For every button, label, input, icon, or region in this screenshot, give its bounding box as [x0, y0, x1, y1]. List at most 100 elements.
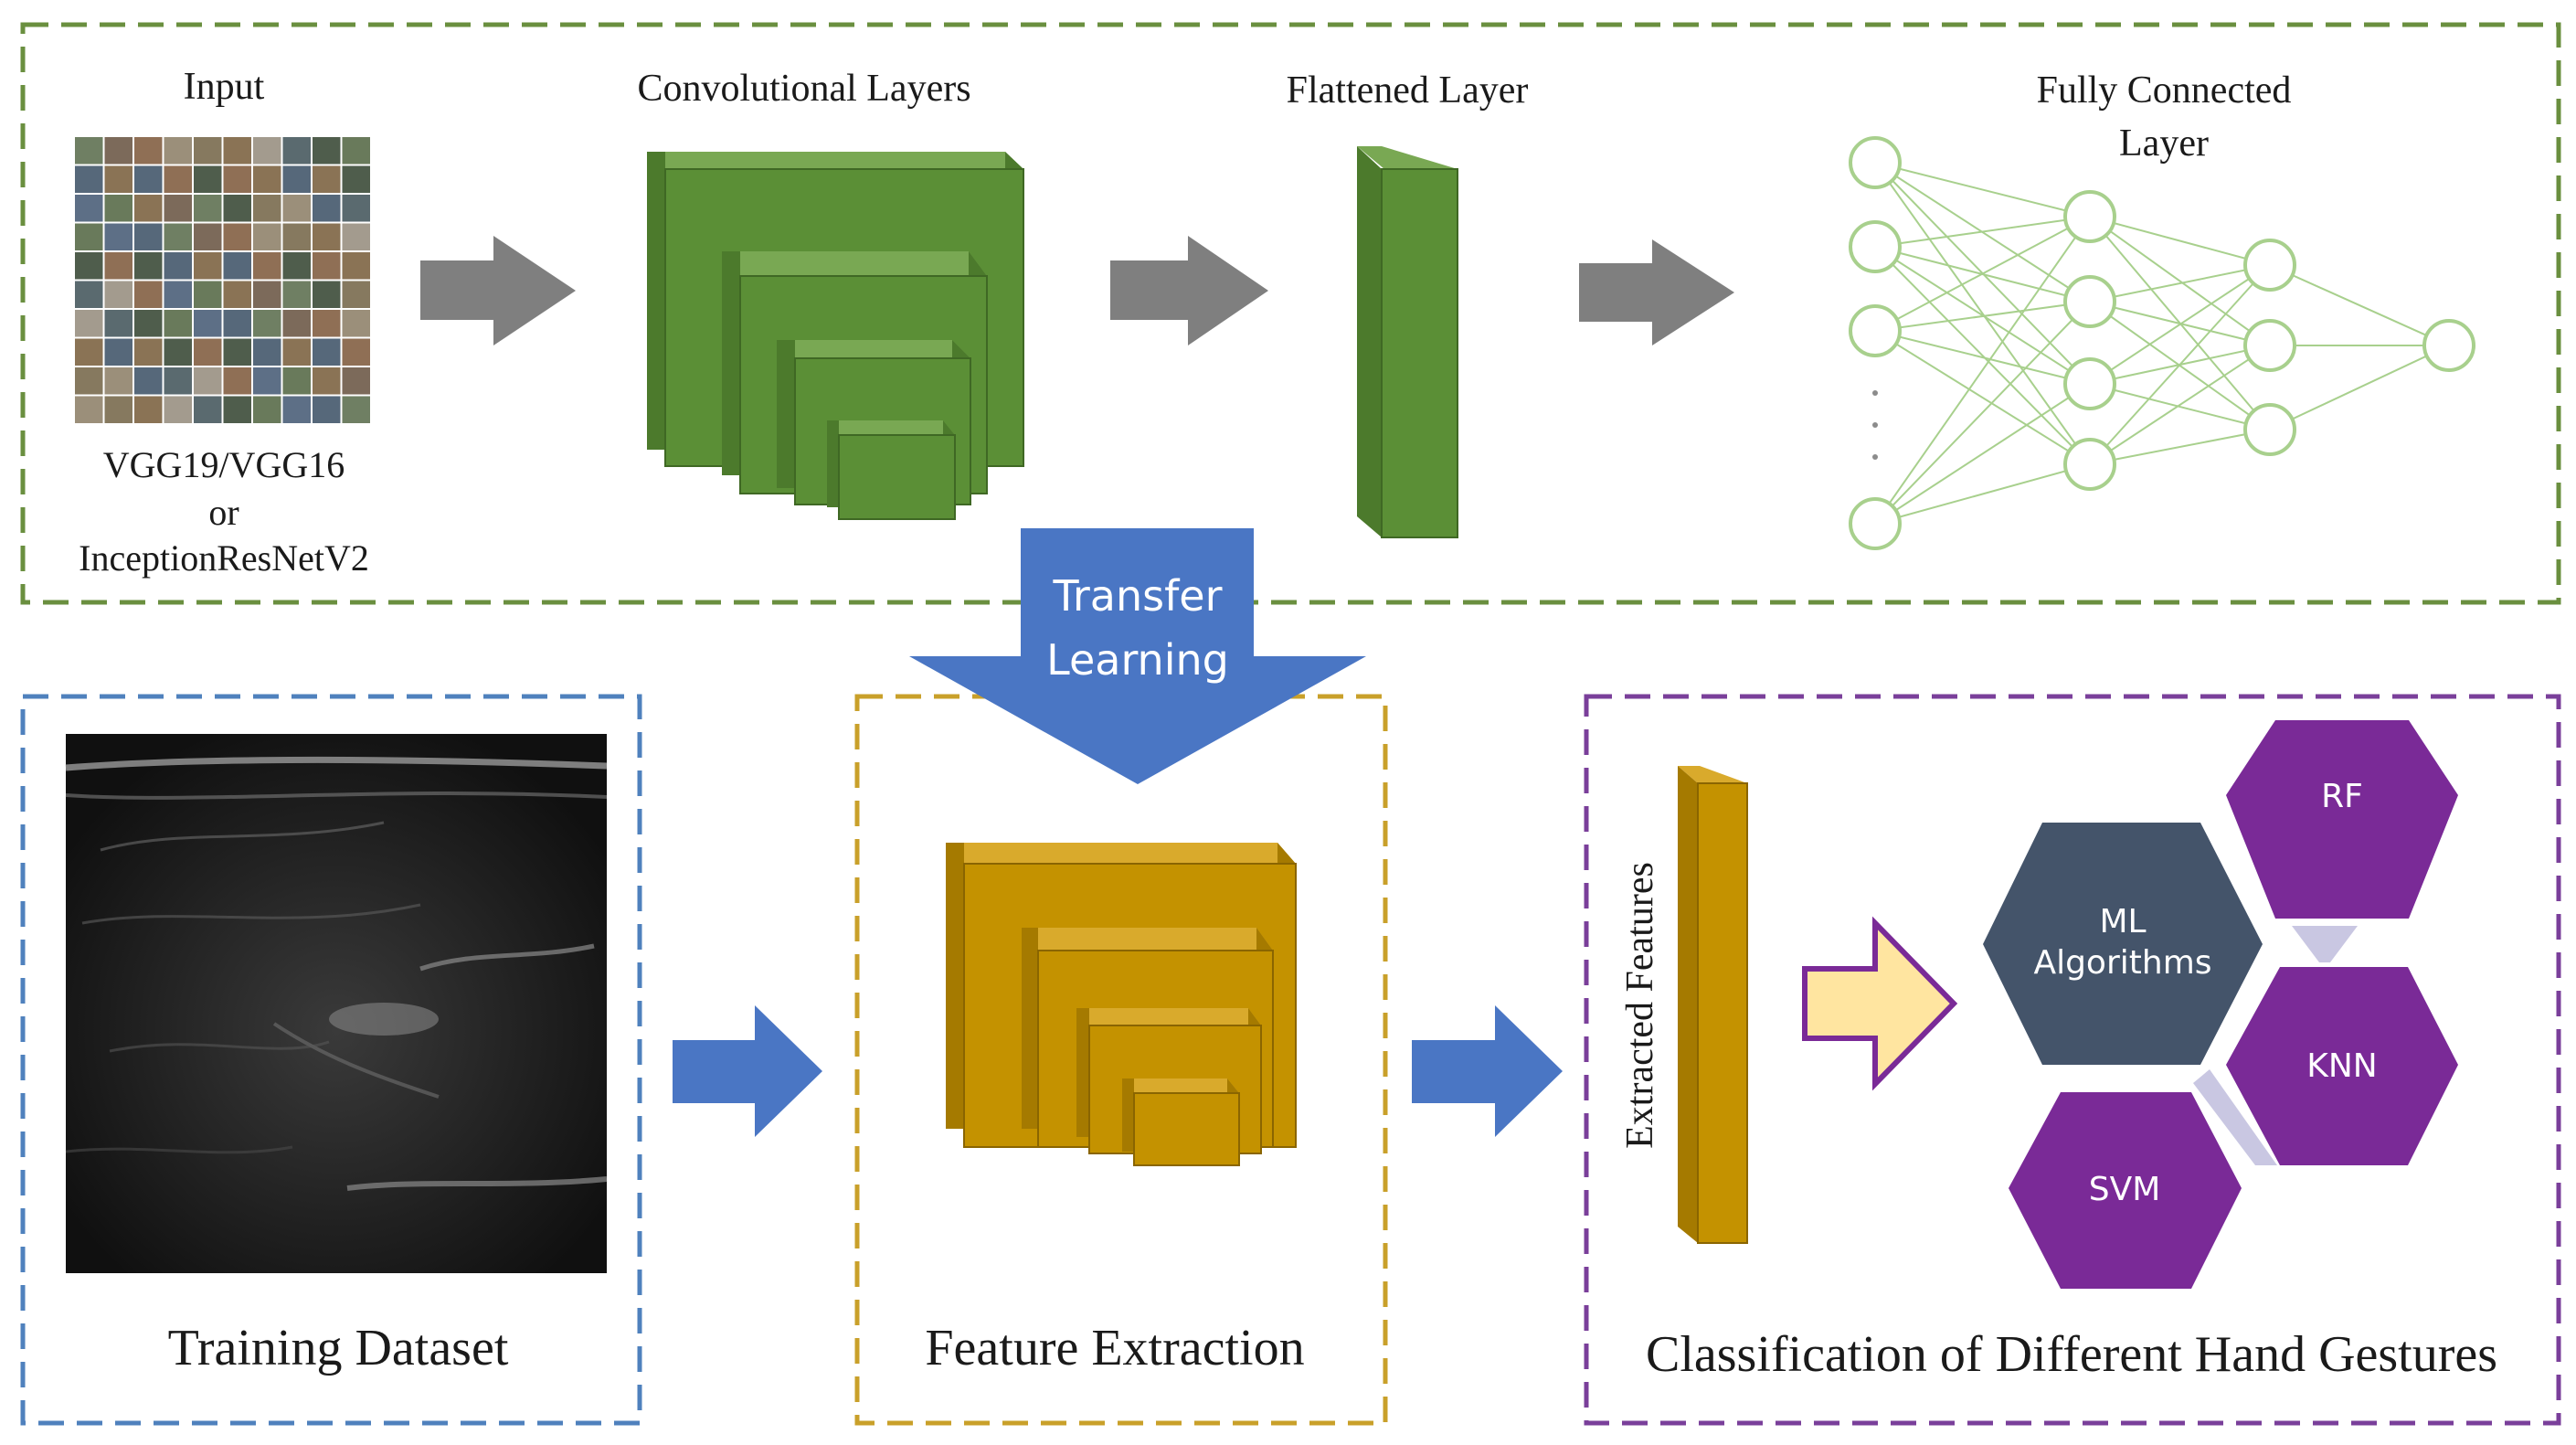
thumbnail-tile: [104, 195, 133, 222]
thumbnail-tile: [104, 137, 133, 165]
input-label: Input: [184, 66, 265, 108]
nn-connection: [1874, 216, 2091, 332]
conv-layers-label: Convolutional Layers: [637, 68, 970, 110]
model-name-inception: InceptionResNetV2: [79, 537, 369, 579]
thumbnail-tile: [194, 137, 222, 165]
classification-label: Classification of Different Hand Gesture…: [1646, 1326, 2497, 1383]
thumbnail-tile: [194, 338, 222, 366]
thumbnail-tile: [342, 396, 370, 423]
rf-hex: RF: [2226, 720, 2458, 919]
thumbnail-tile: [253, 310, 281, 337]
thumbnail-tile: [253, 223, 281, 250]
thumbnail-tile: [164, 310, 192, 337]
hex-connector-bottom: [2193, 1069, 2277, 1165]
thumbnail-tile: [223, 137, 251, 165]
thumbnail-tile: [134, 310, 163, 337]
nn-node: [2063, 357, 2116, 410]
thumbnail-tile: [342, 338, 370, 366]
thumbnail-tile: [342, 281, 370, 308]
thumbnail-tile: [313, 252, 341, 280]
thumbnail-tile: [104, 396, 133, 423]
nn-connection: [2089, 264, 2271, 303]
training-dataset-label: Training Dataset: [168, 1320, 509, 1376]
thumbnail-tile: [164, 165, 192, 193]
thumbnail-tile: [164, 396, 192, 423]
thumbnail-tile: [223, 223, 251, 250]
thumbnail-tile: [282, 281, 311, 308]
model-name-or: or: [208, 492, 239, 533]
thumbnail-tile: [134, 252, 163, 280]
thumbnail-tile: [282, 195, 311, 222]
nn-node: [1849, 304, 1902, 357]
thumbnail-tile: [253, 396, 281, 423]
thumbnail-tile: [282, 310, 311, 337]
nn-ellipsis-dot: [1872, 390, 1878, 396]
extracted-features-label: Extracted Features: [1619, 862, 1661, 1149]
thumbnail-tile: [342, 165, 370, 193]
thumbnail-tile: [253, 367, 281, 395]
thumbnail-tile: [104, 165, 133, 193]
thumbnail-tile: [75, 137, 103, 165]
thumbnail-tile: [223, 195, 251, 222]
thumbnail-tile: [282, 252, 311, 280]
thumbnail-tile: [223, 281, 251, 308]
thumbnail-tile: [75, 281, 103, 308]
thumbnail-tile: [342, 223, 370, 250]
nn-node: [1849, 136, 1902, 189]
svm-hex: SVM: [2009, 1092, 2242, 1289]
nn-connection: [1874, 162, 2091, 218]
arrow-right-cream: [1802, 916, 1958, 1091]
thumbnail-tile: [134, 195, 163, 222]
nn-connection: [1874, 383, 2091, 525]
thumbnail-tile: [194, 396, 222, 423]
fc-layer-label-line1: Fully Connected: [2037, 69, 2292, 112]
flattened-layer-bar: [1357, 146, 1458, 538]
model-name-vgg: VGG19/VGG16: [103, 444, 345, 485]
nn-connection: [2089, 216, 2271, 346]
nn-connection: [2089, 429, 2271, 465]
thumbnail-tile: [253, 338, 281, 366]
nn-connection: [1874, 216, 2091, 525]
thumbnail-tile: [75, 165, 103, 193]
thumbnail-tile: [134, 338, 163, 366]
thumbnail-tile: [104, 338, 133, 366]
thumbnail-tile: [164, 338, 192, 366]
nn-node: [1849, 220, 1902, 273]
thumbnail-tile: [134, 396, 163, 423]
thumbnail-tile: [282, 396, 311, 423]
thumbnail-tile: [313, 396, 341, 423]
thumbnail-tile: [253, 137, 281, 165]
nn-connection: [1874, 330, 2091, 465]
thumbnail-tile: [194, 223, 222, 250]
nn-node: [2243, 239, 2296, 292]
nn-node: [1849, 497, 1902, 550]
nn-connection: [2089, 264, 2271, 465]
thumbnail-tile: [75, 396, 103, 423]
thumbnail-tile: [104, 367, 133, 395]
thumbnail-tile: [223, 165, 251, 193]
transfer-label-line1: Transfer: [1053, 571, 1223, 621]
thumbnail-tile: [253, 195, 281, 222]
thumbnail-tile: [223, 310, 251, 337]
nn-connection: [1874, 162, 2091, 465]
thumbnail-tile: [282, 137, 311, 165]
thumbnail-tile: [313, 165, 341, 193]
thumbnail-tile: [104, 310, 133, 337]
nn-connection: [1874, 301, 2091, 525]
thumbnail-tile: [253, 165, 281, 193]
nn-node: [2243, 403, 2296, 456]
thumbnail-tile: [313, 223, 341, 250]
thumbnail-tile: [164, 137, 192, 165]
nn-connection: [2089, 216, 2271, 266]
thumbnail-tile: [223, 396, 251, 423]
feature-extraction-label: Feature Extraction: [925, 1320, 1304, 1376]
top-panel-frame: [20, 22, 2561, 605]
nn-connection: [1874, 216, 2091, 248]
thumbnail-tile: [194, 367, 222, 395]
thumbnail-tile: [342, 137, 370, 165]
thumbnail-tile: [75, 195, 103, 222]
nn-connection: [2269, 264, 2450, 346]
thumbnail-tile: [164, 223, 192, 250]
thumbnail-tile: [313, 367, 341, 395]
thumbnail-tile: [104, 223, 133, 250]
